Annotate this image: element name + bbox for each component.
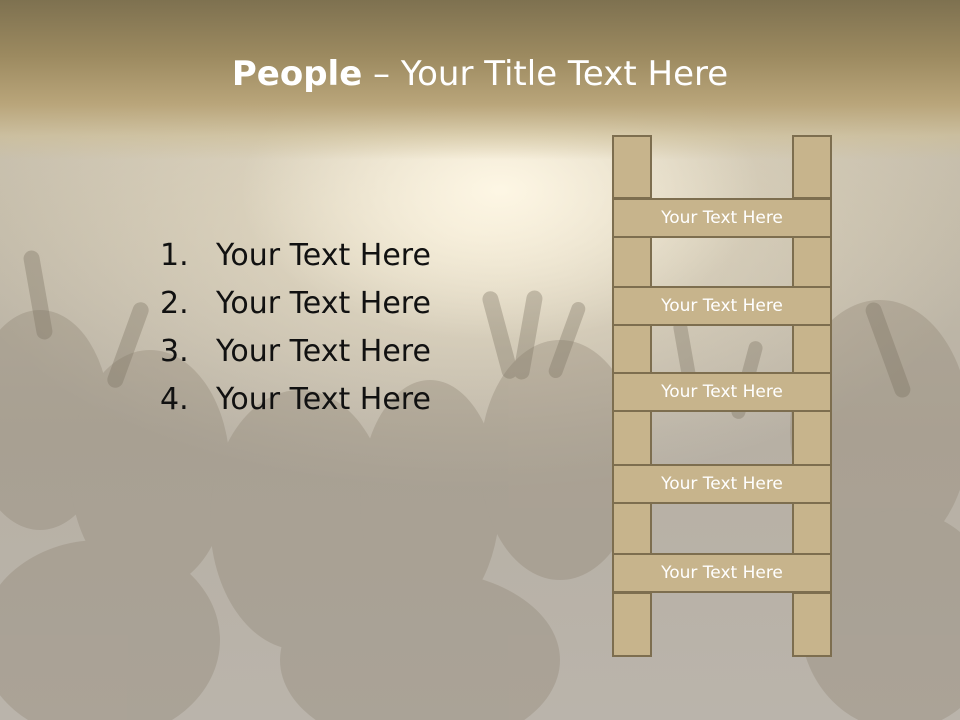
ladder-right-rail — [792, 135, 832, 199]
ladder-rung-3[interactable]: Your Text Here — [612, 372, 832, 412]
ladder-left-rail — [612, 592, 652, 657]
list-item: 1. Your Text Here — [160, 232, 431, 280]
title-rest-text: – Your Title Text Here — [362, 54, 729, 94]
list-item-text: Your Text Here — [216, 334, 431, 369]
ladder-left-rail — [612, 324, 652, 374]
ladder-rung-4[interactable]: Your Text Here — [612, 464, 832, 504]
title-bold-text: People — [231, 54, 363, 94]
list-item-number: 2. — [160, 286, 189, 321]
list-item: 4. Your Text Here — [160, 376, 431, 424]
ladder-rung-5[interactable]: Your Text Here — [612, 553, 832, 593]
ladder-left-rail — [612, 410, 652, 466]
ladder-right-rail — [792, 236, 832, 288]
ladder-right-rail — [792, 324, 832, 374]
ladder-right-rail — [792, 592, 832, 657]
list-item-text: Your Text Here — [216, 286, 431, 321]
slide-title[interactable]: People – Your Title Text Here — [0, 52, 960, 96]
list-item-number: 3. — [160, 334, 189, 369]
ladder-left-rail — [612, 236, 652, 288]
list-item-text: Your Text Here — [216, 238, 431, 273]
list-item: 3. Your Text Here — [160, 328, 431, 376]
ladder-left-rail — [612, 135, 652, 199]
list-item: 2. Your Text Here — [160, 280, 431, 328]
list-item-number: 4. — [160, 382, 189, 417]
title-band — [0, 0, 960, 160]
ladder-right-rail — [792, 410, 832, 466]
ladder-rung-1[interactable]: Your Text Here — [612, 198, 832, 238]
list-item-number: 1. — [160, 238, 189, 273]
list-item-text: Your Text Here — [216, 382, 431, 417]
ladder-right-rail — [792, 502, 832, 556]
ladder-rung-2[interactable]: Your Text Here — [612, 286, 832, 326]
numbered-list[interactable]: 1. Your Text Here 2. Your Text Here 3. Your… — [160, 232, 431, 424]
ladder-left-rail — [612, 502, 652, 556]
